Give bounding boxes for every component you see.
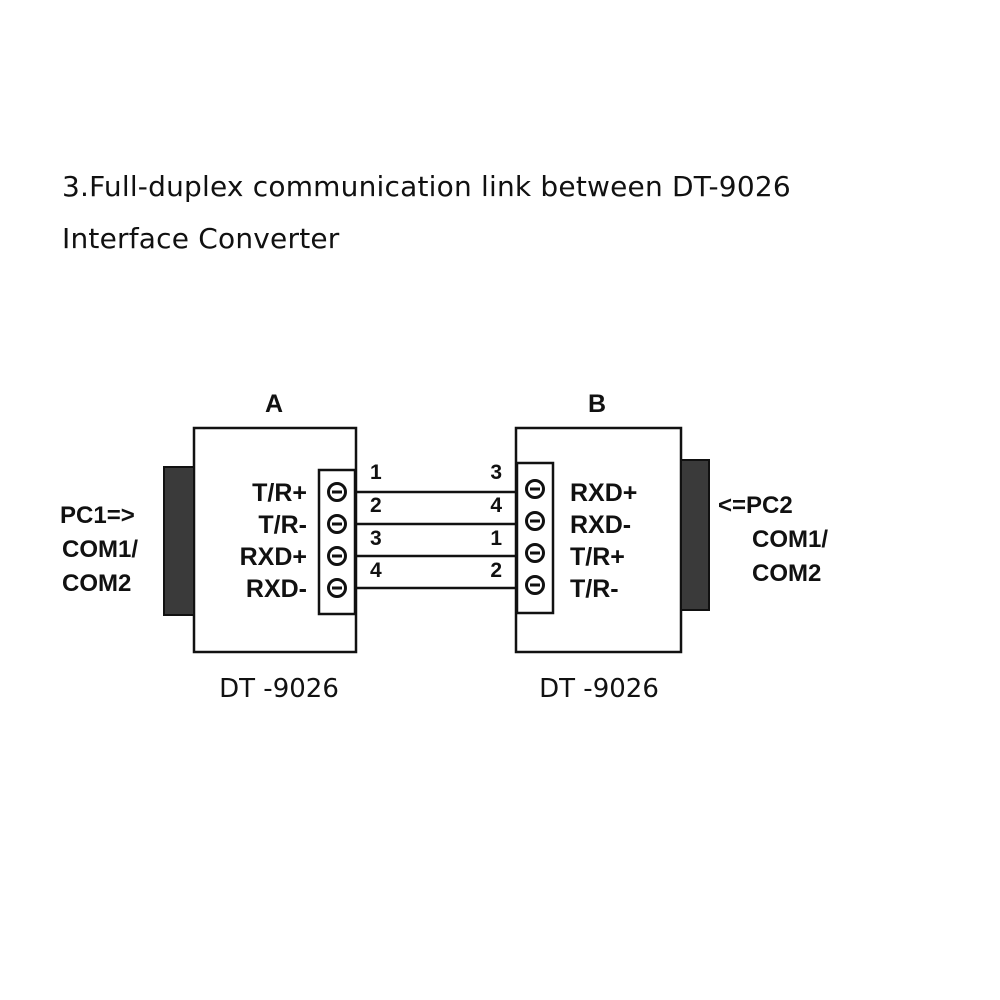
pc2-port-label: COM1/ <box>752 526 828 553</box>
wire-number-b: 2 <box>490 559 502 582</box>
wire-number-a: 3 <box>370 527 382 550</box>
device-b-model: DT -9026 <box>539 674 659 704</box>
wire-number-a: 2 <box>370 494 382 517</box>
device-a-screw-terminal <box>327 482 347 502</box>
pc1-port-label: COM1/ <box>62 536 138 563</box>
wire-number-b: 1 <box>490 527 502 550</box>
wire-number-b: 4 <box>490 494 502 517</box>
device-a: A T/R+ T/R- RXD+ RXD- DT -9026 PC1=> COM… <box>60 390 358 704</box>
device-a-db9-connector <box>163 466 195 616</box>
device-a-pin-label: RXD- <box>246 575 307 603</box>
device-a-label: A <box>265 390 283 418</box>
device-a-pin-label: T/R+ <box>252 479 307 507</box>
pc2-label: <=PC2 <box>718 492 793 519</box>
device-a-screw-terminal <box>327 546 347 566</box>
wire-number-b: 3 <box>490 461 502 484</box>
wire-number-a: 4 <box>370 559 382 582</box>
device-b-screw-terminal <box>525 511 545 531</box>
device-b-db9-connector <box>680 459 710 611</box>
device-b: B RXD+ RXD- T/R+ T/R- DT -9026 <=PC2 COM… <box>514 390 828 704</box>
device-b-pin-label: RXD- <box>570 511 631 539</box>
device-b-pin-label: T/R- <box>570 575 619 603</box>
device-b-pin-label: RXD+ <box>570 479 637 507</box>
device-a-pin-label: T/R- <box>258 511 307 539</box>
diagram-title-line-2: Interface Converter <box>62 222 340 255</box>
pc2-port-label: COM2 <box>752 560 821 587</box>
device-b-pin-label: T/R+ <box>570 543 625 571</box>
device-b-screw-terminal <box>525 575 545 595</box>
device-a-screw-terminal <box>327 514 347 534</box>
pc1-port-label: COM2 <box>62 570 131 597</box>
device-b-screw-terminal <box>525 479 545 499</box>
pc1-label: PC1=> <box>60 502 135 529</box>
diagram-title-line-1: 3.Full-duplex communication link between… <box>62 170 791 203</box>
device-a-pin-label: RXD+ <box>240 543 307 571</box>
device-a-model: DT -9026 <box>219 674 339 704</box>
device-b-label: B <box>588 390 606 418</box>
device-a-screw-terminal <box>327 578 347 598</box>
device-b-screw-terminal <box>525 543 545 563</box>
wire-number-a: 1 <box>370 461 382 484</box>
wires: 1 2 3 4 3 4 1 2 <box>355 461 517 590</box>
